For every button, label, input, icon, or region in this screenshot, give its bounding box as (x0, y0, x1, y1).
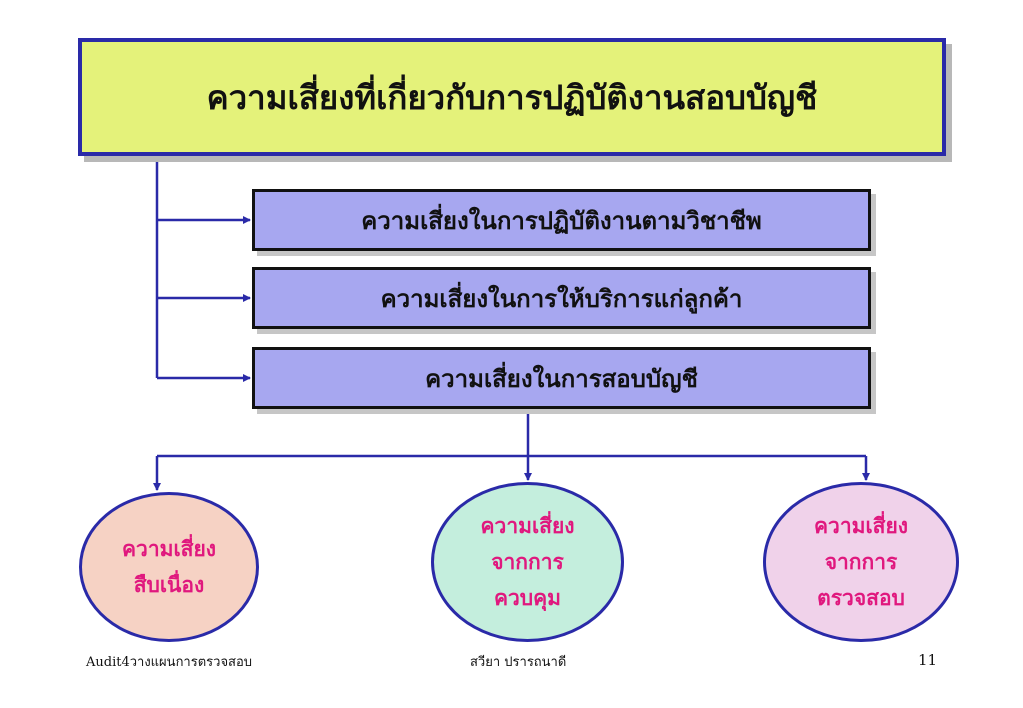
main-title: ความเสี่ยงที่เกี่ยวกับการปฏิบัติงานสอบบั… (206, 77, 818, 117)
risk-box-label: ความเสี่ยงในการให้บริการแก่ลูกค้า (380, 283, 743, 313)
footer-left: Audit4วางแผนการตรวจสอบ (86, 655, 253, 670)
ellipse-line: ควบคุม (493, 585, 562, 610)
ellipse-control-risk: ความเสี่ยง จากการ ควบคุม (431, 482, 624, 642)
footer-author: สวียา ปรารถนาดี (470, 655, 567, 670)
ellipse-line: จากการ (491, 549, 564, 574)
ellipse-line: จากการ (824, 549, 898, 574)
risk-box-label: ความเสี่ยงในการปฏิบัติงานตามวิชาชีพ (361, 205, 762, 235)
ellipse-line: ความเสี่ยง (121, 536, 217, 561)
page-number: 11 (918, 651, 938, 669)
ellipse-line: ความเสี่ยง (813, 513, 909, 538)
main-title-box: ความเสี่ยงที่เกี่ยวกับการปฏิบัติงานสอบบั… (78, 38, 946, 156)
ellipse-line: ตรวจสอบ (817, 585, 905, 610)
ellipse-inherent-risk: ความเสี่ยง สืบเนื่อง (79, 492, 259, 642)
ellipse-detection-risk: ความเสี่ยง จากการ ตรวจสอบ (763, 482, 959, 642)
risk-box-label: ความเสี่ยงในการสอบบัญชี (425, 363, 698, 393)
risk-box-client-service: ความเสี่ยงในการให้บริการแก่ลูกค้า (252, 267, 871, 329)
ellipse-line: สืบเนื่อง (133, 572, 205, 597)
ellipse-line: ความเสี่ยง (480, 513, 575, 538)
risk-box-audit: ความเสี่ยงในการสอบบัญชี (252, 347, 871, 409)
risk-box-professional: ความเสี่ยงในการปฏิบัติงานตามวิชาชีพ (252, 189, 871, 251)
